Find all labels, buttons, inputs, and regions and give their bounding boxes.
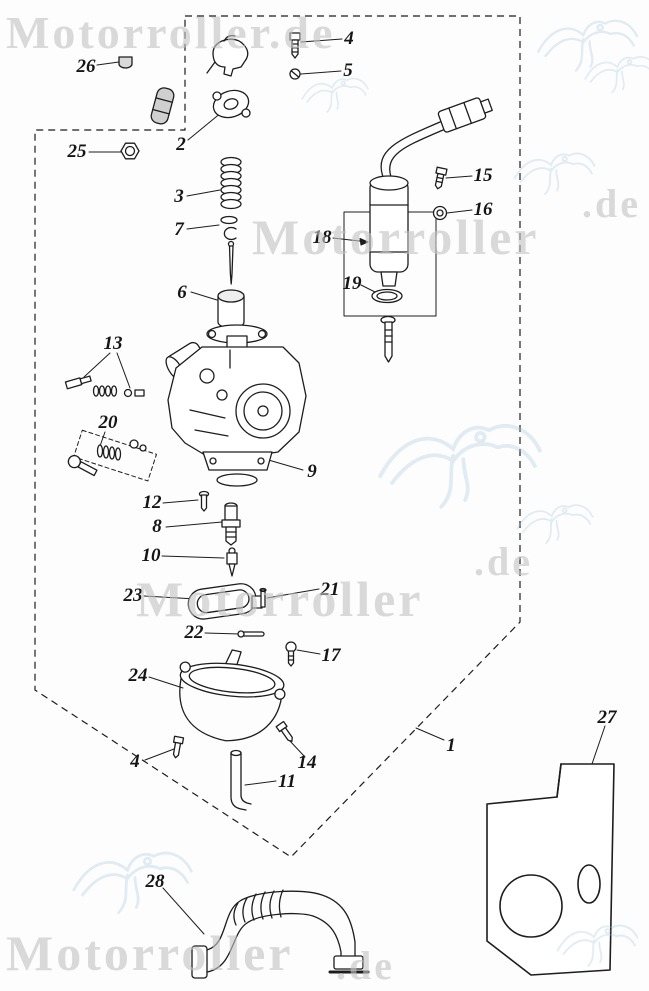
part-22-float-pin	[237, 630, 265, 638]
part-15-screw	[434, 166, 448, 190]
part-10-needle-valve	[226, 547, 238, 577]
part-26-cap	[118, 56, 133, 69]
part-5-clip	[289, 68, 301, 80]
carburetor-body	[165, 324, 307, 487]
part-7-needle-set	[220, 215, 238, 285]
part-12-screw	[198, 490, 210, 512]
part-25-nut	[120, 142, 140, 160]
part-11-drain-tube	[230, 749, 252, 811]
part-4-screw-top	[289, 32, 301, 59]
part-27-cover-plate	[486, 763, 615, 976]
part-3-spring	[220, 156, 242, 210]
part-14-screw	[275, 720, 293, 742]
part-6-throttle-slide	[217, 289, 245, 329]
part-18-electric-choke	[343, 97, 493, 317]
leader-lines	[83, 38, 606, 935]
part-23-float	[187, 583, 263, 620]
cable-adjuster	[150, 87, 175, 125]
part-28-intake-manifold	[191, 889, 370, 979]
part-8-jet-holder	[221, 502, 241, 546]
part-21-pin	[259, 587, 267, 608]
panel-outline	[34, 15, 521, 858]
part-17-screw	[285, 641, 297, 667]
part-4-screw-bottom	[172, 735, 185, 759]
part-19-oring-plunger	[371, 288, 403, 363]
part-20-mixture-screw-set	[67, 429, 157, 482]
part-13-idle-set	[64, 375, 145, 398]
part-16-washer	[432, 205, 448, 221]
part-24-float-bowl	[179, 649, 286, 742]
part-2-top-cap	[206, 34, 251, 119]
